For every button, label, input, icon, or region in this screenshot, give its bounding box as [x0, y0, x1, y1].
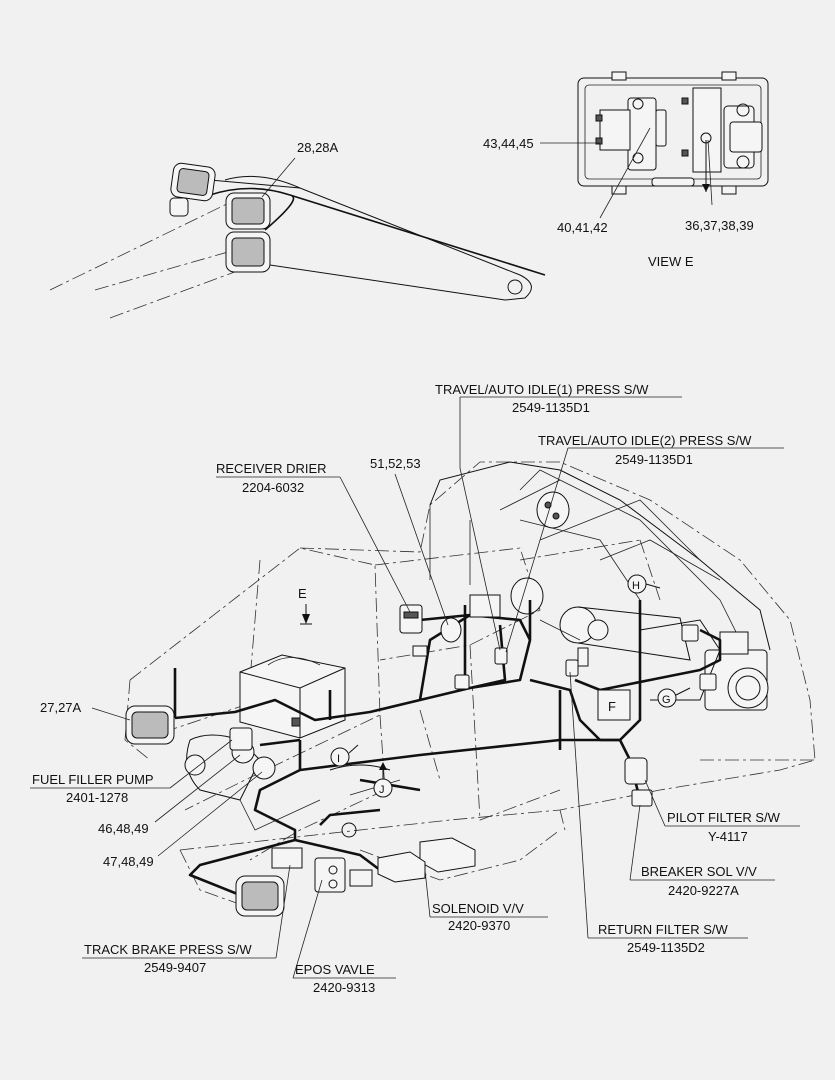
solenoid-title: SOLENOID V/V: [432, 901, 524, 916]
work-lamp-27: [125, 705, 175, 745]
travel-idle-1-switch: [494, 647, 508, 665]
callout-fuel-filler: FUEL FILLER PUMP 2401-1278: [30, 739, 233, 805]
breaker-title: BREAKER SOL V/V: [641, 864, 757, 879]
boom-lamp-1: [169, 162, 216, 217]
travel-idle-1-title: TRAVEL/AUTO IDLE(1) PRESS S/W: [435, 382, 649, 397]
callout-track-brake: TRACK BRAKE PRESS S/W 2549-9407: [82, 864, 291, 975]
epos-valve: [314, 857, 373, 893]
solenoid-valve-block: [377, 837, 476, 883]
callout-51: 51,52,53: [370, 456, 449, 626]
boom-lamp-3: [225, 231, 271, 273]
marker-j-text: J: [379, 784, 385, 796]
receiver-drier: [399, 604, 423, 634]
marker-e-text: E: [298, 586, 307, 601]
marker-e-arrow: E: [298, 586, 312, 625]
callout-receiver-drier: RECEIVER DRIER 2204-6032: [216, 461, 411, 613]
callout-travel-idle-2: TRAVEL/AUTO IDLE(2) PRESS S/W 2549-1135D…: [505, 433, 784, 653]
right-connector: [681, 624, 717, 691]
label-43: 43,44,45: [483, 136, 534, 151]
return-filter-title: RETURN FILTER S/W: [598, 922, 728, 937]
travel-idle-2-title: TRAVEL/AUTO IDLE(2) PRESS S/W: [538, 433, 752, 448]
label-51: 51,52,53: [370, 456, 421, 471]
callout-47: 47,48,49: [103, 771, 263, 869]
label-46: 46,48,49: [98, 821, 149, 836]
breaker-code: 2420-9227A: [668, 883, 739, 898]
callout-return-filter: RETURN FILTER S/W 2549-1135D2: [569, 671, 748, 955]
marker-j: J: [373, 762, 393, 798]
track-brake-code: 2549-9407: [144, 960, 206, 975]
callout-travel-idle-1: TRAVEL/AUTO IDLE(1) PRESS S/W 2549-1135D…: [435, 382, 682, 651]
boom-lamp-2: [225, 192, 271, 230]
epos-code: 2420-9313: [313, 980, 375, 995]
boom-lamp-assembly: 28,28A: [49, 140, 546, 319]
marker-i-text: I: [337, 753, 340, 765]
callout-solenoid: SOLENOID V/V 2420-9370: [424, 869, 548, 933]
box-f-label: F: [608, 699, 616, 714]
receiver-drier-title: RECEIVER DRIER: [216, 461, 327, 476]
epos-title: EPOS VAVLE: [295, 962, 375, 977]
fuel-filler-pump: [229, 727, 276, 780]
track-brake-title: TRACK BRAKE PRESS S/W: [84, 942, 252, 957]
pilot-filter-switch: [624, 757, 648, 785]
label-47: 47,48,49: [103, 854, 154, 869]
py-switch: [454, 674, 470, 690]
callout-27: 27,27A: [40, 700, 131, 721]
return-filter-switch: [565, 647, 589, 677]
callout-epos: EPOS VAVLE 2420-9313: [292, 879, 396, 995]
return-filter-code: 2549-1135D2: [627, 940, 705, 955]
track-brake-switch: [271, 847, 303, 869]
view-e-detail: 43,44,45 40,41,42 36,37,38,39 VIEW E: [483, 71, 769, 269]
travel-idle-1-code: 2549-1135D1: [512, 400, 590, 415]
fuel-filler-code: 2401-1278: [66, 790, 128, 805]
receiver-drier-code: 2204-6032: [242, 480, 304, 495]
label-28: 28,28A: [297, 140, 339, 155]
marker-h: H: [627, 574, 661, 594]
label-27: 27,27A: [40, 700, 82, 715]
marker-g: G: [657, 687, 691, 708]
battery-box: [239, 654, 346, 739]
marker-i: I: [330, 744, 359, 767]
solenoid-code: 2420-9370: [448, 918, 510, 933]
marker-h-text: H: [632, 580, 640, 592]
label-40: 40,41,42: [557, 220, 608, 235]
travel-idle-2-code: 2549-1135D1: [615, 452, 693, 467]
fuel-filler-title: FUEL FILLER PUMP: [32, 772, 154, 787]
fuse-box-f: F: [597, 689, 631, 721]
switch-51: [412, 594, 501, 657]
small-gauge: [341, 822, 357, 838]
marker-g-text: G: [662, 694, 671, 706]
callout-46: 46,48,49: [98, 754, 241, 836]
callout-breaker: BREAKER SOL V/V 2420-9227A: [629, 804, 775, 898]
label-36: 36,37,38,39: [685, 218, 754, 233]
travel-idle-2-switch: [536, 491, 570, 529]
pilot-filter-code: Y-4117: [708, 829, 748, 844]
view-title: VIEW E: [648, 254, 694, 269]
pilot-filter-title: PILOT FILTER S/W: [667, 810, 781, 825]
breaker-solenoid-valve: [631, 789, 653, 807]
work-lamp-front: [235, 875, 285, 917]
callout-pilot-filter: PILOT FILTER S/W Y-4117: [644, 779, 800, 844]
